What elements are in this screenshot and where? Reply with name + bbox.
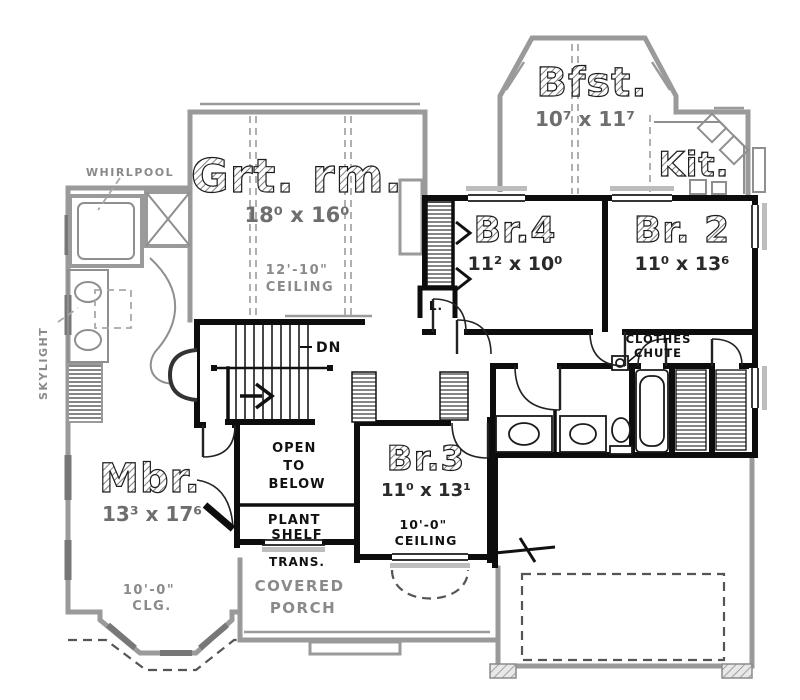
break-symbol — [494, 537, 556, 563]
chimney — [398, 178, 424, 256]
breakfast-label: Bfst. — [536, 60, 647, 106]
lower-floor-gray-layer — [57, 35, 766, 679]
second-floor-black-layer — [167, 186, 767, 600]
linen-label: L. — [429, 299, 443, 313]
br2-label: Br. 2 — [634, 210, 730, 251]
whirlpool-label: WHIRLPOOL — [86, 166, 174, 179]
br2-door — [589, 331, 627, 367]
skylight-leader — [57, 307, 79, 323]
hall-bath-fixtures — [495, 351, 747, 455]
whirlpool-tub — [68, 194, 144, 268]
breakfast-dims: 10⁷ x 11⁷ — [535, 107, 635, 131]
br3-dims: 11⁰ x 13¹ — [381, 480, 471, 501]
bathtub-inner — [639, 375, 665, 447]
br4-window — [466, 186, 527, 204]
master-bedroom-walls — [65, 609, 252, 672]
covered-porch-label: COVERED PORCH — [255, 577, 352, 617]
br3-ceiling: 10'-0" CEILING — [395, 517, 458, 548]
closet-rod-a — [675, 369, 707, 451]
whirlpool-tub-inner — [77, 202, 135, 260]
mbr-label: Mbr. — [99, 456, 201, 502]
arch-niche — [167, 348, 198, 402]
skylight-label: SKYLIGHT — [37, 327, 50, 400]
clothes-chute-label: CLOTHES CHUTE — [626, 332, 697, 360]
hall-closet-right — [439, 371, 469, 421]
stair-direction-arrow — [240, 382, 275, 410]
dn-label: DN — [316, 340, 341, 356]
br2-dims: 11⁰ x 13⁶ — [634, 253, 729, 275]
kitchen-sink — [696, 112, 728, 144]
open-below-walls — [234, 422, 360, 548]
closet-rod-b — [715, 369, 747, 451]
stairs — [167, 319, 365, 425]
stair-treads — [235, 325, 309, 420]
mbr-dims: 13³ x 17⁶ — [102, 502, 202, 526]
garage-dashed-outline — [520, 572, 726, 662]
master-door-leaf — [196, 479, 236, 532]
br2-window-top — [610, 186, 674, 204]
br4-label: Br.4 — [474, 210, 557, 251]
bath-curved-wall — [149, 257, 191, 385]
toilet-hall-bath — [611, 417, 631, 443]
transom-label: TRANS. — [269, 555, 325, 569]
toilet-master — [74, 281, 102, 303]
hall-closet-left — [351, 371, 377, 423]
tub-room-door — [637, 338, 668, 367]
toilet-base — [609, 445, 633, 455]
porch-step — [308, 640, 402, 656]
sink-left — [508, 422, 540, 446]
plant-shelf-window — [262, 539, 325, 552]
shower-pan-dashed — [94, 289, 132, 329]
sink-right — [569, 423, 597, 445]
br2-window-east — [749, 203, 767, 250]
br3-door — [451, 422, 490, 459]
covered-porch-walls — [237, 557, 498, 656]
garage-pad-right — [721, 663, 753, 679]
plant-shelf-label: PLANT SHELF — [268, 513, 326, 543]
kitchen-counter — [654, 121, 745, 194]
hall-west-wall — [194, 319, 240, 428]
shower — [144, 190, 192, 248]
linen-shelves-master — [67, 363, 103, 423]
kitchen-appliance-2 — [711, 181, 727, 195]
hall-closet-door — [710, 338, 743, 367]
open-to-below-label: OPEN TO BELOW — [269, 441, 326, 492]
closet-window-east — [749, 366, 767, 410]
bay-roofline-dashed — [68, 638, 252, 672]
master-bath-walls — [57, 177, 193, 615]
great-room-dims: 18⁰ x 16⁰ — [244, 203, 349, 227]
master-door — [201, 424, 236, 458]
garage-pad-left — [489, 663, 517, 679]
arched-window-below — [390, 569, 470, 600]
tub-room-walls — [629, 366, 715, 455]
bath-door — [514, 365, 562, 411]
great-room-label: Grt. rm. — [191, 149, 403, 203]
kitchen-sink-2 — [718, 134, 750, 166]
br4-dims: 11² x 10⁰ — [467, 253, 562, 275]
linen-closet — [426, 200, 473, 292]
mbr-ceiling: 10'-0" CLG. — [123, 583, 181, 614]
vanity-left — [495, 415, 553, 453]
sink-master — [74, 329, 102, 351]
windows — [262, 186, 767, 600]
kitchen-appliance — [689, 179, 707, 195]
breakfast-walls — [497, 35, 679, 201]
l-closet — [417, 285, 492, 355]
br3-label: Br.3 — [387, 439, 465, 479]
br3-walls — [354, 417, 493, 563]
br3-window — [390, 551, 470, 600]
doors — [196, 298, 743, 532]
kitchen-walls — [649, 106, 766, 201]
garage-below-walls — [489, 455, 755, 679]
whirlpool-leader — [97, 177, 121, 211]
kitchen-window — [752, 147, 766, 193]
kitchen-label: Kit. — [658, 145, 729, 185]
br4-door — [431, 298, 467, 333]
great-room-ceiling: 12'-10" CEILING — [266, 263, 335, 295]
vanity — [67, 269, 109, 363]
